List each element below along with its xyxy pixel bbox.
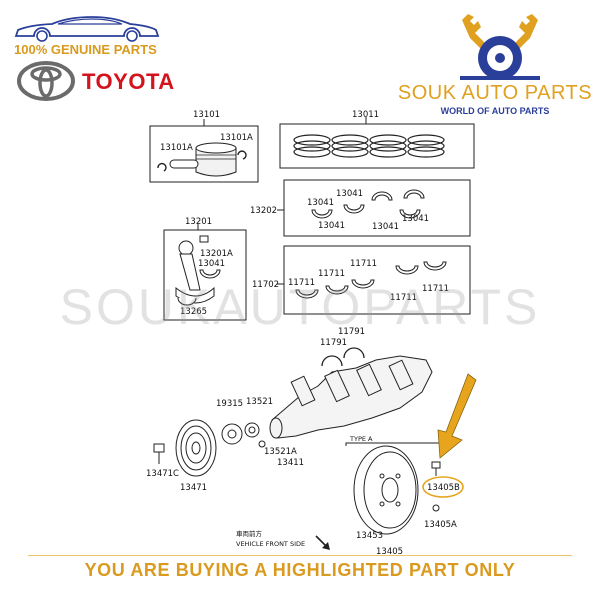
label-bearing-a1: 13041 (307, 198, 334, 208)
genuine-parts-text: 100% GENUINE PARTS (14, 42, 157, 57)
seller-name: SOUK AUTO PARTS (397, 82, 593, 104)
label-thrust-washer-1: 11791 (338, 327, 365, 337)
label-bearing-a5: 13041 (318, 221, 345, 231)
label-bearing-a4: 13041 (402, 214, 429, 224)
genuine-parts-badge: 100% GENUINE PARTS TOYOTA (0, 0, 240, 110)
highlight-arrow-icon (437, 373, 477, 459)
highlight-ring (422, 476, 464, 498)
seller-tagline: WORLD OF AUTO PARTS (440, 106, 550, 116)
label-gear: 13521 (246, 397, 273, 407)
front-arrow-icon (315, 535, 330, 550)
label-key: 19315 (216, 399, 243, 409)
label-flywheel-pin: 13405A (424, 520, 457, 530)
label-flywheel-ring: 13453 (356, 531, 383, 541)
label-rod-bearing: 13041 (198, 259, 225, 269)
label-front-en: VEHICLE FRONT SIDE (236, 540, 305, 548)
label-thrust-washer-2: 11791 (320, 338, 347, 348)
label-type-a: TYPE A (349, 435, 373, 443)
label-gear-washer: 13521A (264, 447, 297, 457)
label-piston-clip-right: 13101A (220, 133, 253, 143)
piston-box (149, 119, 259, 183)
label-rod-bolt: 13265 (180, 307, 207, 317)
pulley-bolt (153, 443, 165, 464)
label-main-bearing-group: 11702 (252, 280, 279, 290)
label-main-bearing-1: 11711 (288, 278, 315, 288)
label-piston-clip-left: 13101A (160, 143, 193, 153)
souk-wrench-logo-icon (460, 14, 540, 80)
label-flywheel: 13405 (376, 547, 403, 557)
label-bearing-a3: 13041 (372, 222, 399, 232)
label-main-bearing-4: 11711 (390, 293, 417, 303)
highlight-notice: YOU ARE BUYING A HIGHLIGHTED PART ONLY (84, 560, 516, 580)
toyota-brand-text: TOYOTA (82, 69, 175, 94)
footer-divider (28, 555, 572, 556)
thrust-washers (321, 347, 365, 367)
label-rod-assy: 13201 (185, 217, 212, 227)
label-bearing-group: 13202 (250, 206, 277, 216)
label-main-bearing-2: 11711 (318, 269, 345, 279)
label-flywheel-bolt: 13405B (427, 483, 460, 493)
label-pulley: 13471 (180, 483, 207, 493)
label-main-bearing-3: 11711 (350, 259, 377, 269)
label-rod-bushing: 13201A (200, 249, 233, 259)
label-bearing-a2: 13041 (336, 189, 363, 199)
toyota-logo-icon (17, 61, 75, 101)
crank-pulley (175, 419, 217, 477)
flywheel-box (345, 442, 441, 535)
car-silhouette-icon (14, 16, 160, 42)
label-ring-set: 13011 (352, 110, 379, 120)
label-piston: 13101 (193, 110, 220, 120)
crankshaft (269, 355, 433, 439)
connecting-rod-box (163, 224, 247, 321)
label-crankshaft: 13411 (277, 458, 304, 468)
label-front-jp: 車両前方 (236, 529, 263, 538)
label-pulley-bolt: 13471C (146, 469, 179, 479)
bearing-group-box (277, 179, 471, 237)
label-main-bearing-5: 11711 (422, 284, 449, 294)
main-bearing-box (277, 245, 471, 315)
flywheel-bolt (431, 461, 441, 476)
ring-set-box (279, 117, 475, 169)
